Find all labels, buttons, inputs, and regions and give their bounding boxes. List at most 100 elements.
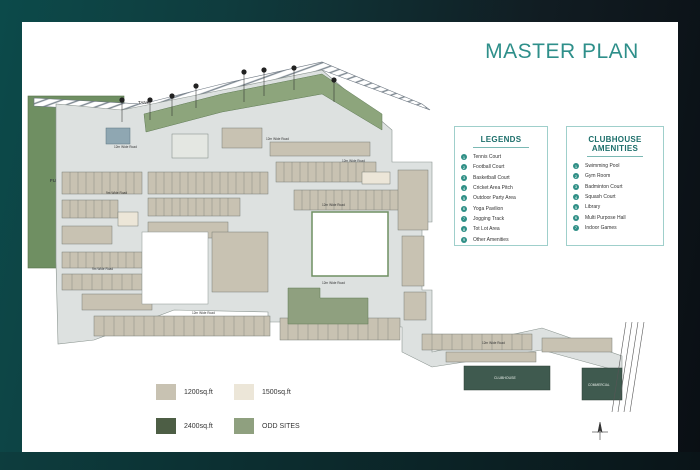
number-badge: 4: [573, 194, 579, 201]
plot-dividers: [69, 162, 523, 350]
clubhouse-divider: [587, 156, 643, 157]
number-badge: 4: [461, 185, 467, 192]
clubhouse-item: 5 Library: [573, 202, 663, 212]
commercial-building: [581, 367, 623, 401]
number-badge: 1: [573, 163, 579, 170]
clubhouse-heading: CLUBHOUSE AMENITIES: [588, 135, 642, 153]
legend-item: 3 Basketball Court: [461, 173, 547, 183]
legend-item-label: Jogging Track: [473, 215, 505, 222]
clubhouse-item-label: Multi Purpose Hall: [585, 214, 626, 221]
tank-label: TANK: [138, 100, 150, 105]
odd-site-1: [287, 287, 369, 325]
plot-key-1200: 1200sq.ft: [156, 384, 213, 400]
plot-key-swatch: [234, 418, 254, 434]
number-badge: 1: [461, 154, 467, 161]
amenity-marker[interactable]: [193, 83, 199, 89]
legend-item: 9 Other Amenities: [461, 234, 547, 244]
inner-court-west: [141, 231, 209, 305]
amenity-marker[interactable]: [147, 97, 153, 103]
number-badge: 2: [573, 173, 579, 180]
legend-item: 6 Yoga Pavilion: [461, 203, 547, 213]
compass-icon: [592, 421, 608, 440]
road-label: 12m Wide Road: [322, 203, 345, 207]
open-space-plot: [171, 133, 209, 159]
amenity-marker[interactable]: [119, 97, 125, 103]
bottom-band: [0, 452, 700, 470]
plot-key-swatch: [234, 384, 254, 400]
clubhouse-item: 7 Indoor Games: [573, 223, 663, 233]
plot-key-label: 1200sq.ft: [184, 388, 213, 396]
inner-court-east: [311, 211, 389, 277]
legends-heading: LEGENDS: [480, 135, 522, 144]
amenity-marker[interactable]: [169, 93, 175, 99]
number-badge: 7: [461, 215, 467, 222]
clubhouse-item: 3 Badminton Court: [573, 182, 663, 192]
legend-item-label: Yoga Pavilion: [473, 205, 504, 212]
railway-lines: [611, 321, 645, 413]
commercial-label: COMMERCIAL: [588, 383, 610, 387]
legend-item: 7 Jogging Track: [461, 214, 547, 224]
clubhouse-building: [463, 365, 551, 391]
legend-item-label: Basketball Court: [473, 174, 510, 181]
plot-key-swatch: [156, 418, 176, 434]
legends-list: 1 Tennis Court 2 Football Court 3 Basketball …: [455, 152, 547, 245]
plot-key-label: 1500sq.ft: [262, 388, 291, 396]
clubhouse-item-label: Indoor Games: [585, 224, 617, 231]
clubhouse-item-label: Swimming Pool: [585, 163, 620, 170]
number-badge: 7: [573, 224, 579, 231]
plot-key-odd-sites: ODD SITES: [234, 418, 300, 434]
amenity-markers: [119, 65, 337, 122]
amenity-marker[interactable]: [241, 69, 247, 75]
clubhouse-list: 1 Swimming Pool 2 Gym Room 3 Badminton Court 4…: [567, 161, 663, 233]
road-label: 9m Wide Road: [106, 191, 127, 195]
road-label: 12m Wide Road: [192, 311, 215, 315]
clubhouse-item-label: Badminton Court: [585, 183, 623, 190]
road-label: 9m Wide Road: [92, 267, 113, 271]
plot-key-1500: 1500sq.ft: [234, 384, 291, 400]
clubhouse-item: 2 Gym Room: [573, 171, 663, 181]
clubhouse-item-label: Squash Court: [585, 194, 616, 201]
legends-divider: [473, 147, 529, 148]
clubhouse-label: CLUBHOUSE: [494, 376, 516, 380]
number-badge: 6: [461, 205, 467, 212]
clubhouse-panel: CLUBHOUSE AMENITIES 1 Swimming Pool 2 Gym R…: [566, 126, 664, 246]
site-map: FUTURE DEVELOPMENT TANK: [27, 61, 645, 440]
amenity-green-strip: [143, 73, 383, 133]
road-label: 12m Wide Road: [114, 145, 137, 149]
amenity-marker[interactable]: [261, 67, 267, 73]
plots-1500: [117, 171, 391, 227]
legend-item-label: Other Amenities: [473, 236, 509, 243]
number-badge: 8: [461, 226, 467, 233]
legend-item: 2 Football Court: [461, 162, 547, 172]
legends-panel: LEGENDS 1 Tennis Court 2 Football Court 3 Bas…: [454, 126, 548, 246]
clubhouse-item: 4 Squash Court: [573, 192, 663, 202]
clubhouse-item-label: Library: [585, 204, 601, 211]
amenity-marker[interactable]: [331, 77, 337, 83]
road-label: 12m Wide Road: [322, 281, 345, 285]
number-badge: 2: [461, 164, 467, 171]
number-badge: 6: [573, 214, 579, 221]
legend-item: 4 Cricket Area Pitch: [461, 183, 547, 193]
clubhouse-item: 1 Swimming Pool: [573, 161, 663, 171]
plot-key-2400: 2400sq.ft: [156, 418, 213, 434]
legend-item-label: Cricket Area Pitch: [473, 185, 513, 192]
amenity-marker[interactable]: [291, 65, 297, 71]
road-label: 12m Wide Road: [342, 159, 365, 163]
number-badge: 9: [461, 236, 467, 243]
legend-item-label: Football Court: [473, 164, 505, 171]
legend-item-label: Tennis Court: [473, 154, 502, 161]
number-badge: 5: [461, 195, 467, 202]
clubhouse-item: 6 Multi Purpose Hall: [573, 212, 663, 222]
legend-item: 1 Tennis Court: [461, 152, 547, 162]
plot-key-label: 2400sq.ft: [184, 422, 213, 430]
number-badge: 3: [461, 174, 467, 181]
number-badge: 3: [573, 183, 579, 190]
plot-key-label: ODD SITES: [262, 422, 300, 430]
master-plan-sheet: MASTER PLAN FUTURE DEVELOPMENT TANK: [22, 22, 678, 452]
page-title: MASTER PLAN: [485, 40, 639, 63]
number-badge: 5: [573, 204, 579, 211]
road-label: 12m Wide Road: [266, 137, 289, 141]
clubhouse-item-label: Gym Room: [585, 173, 611, 180]
